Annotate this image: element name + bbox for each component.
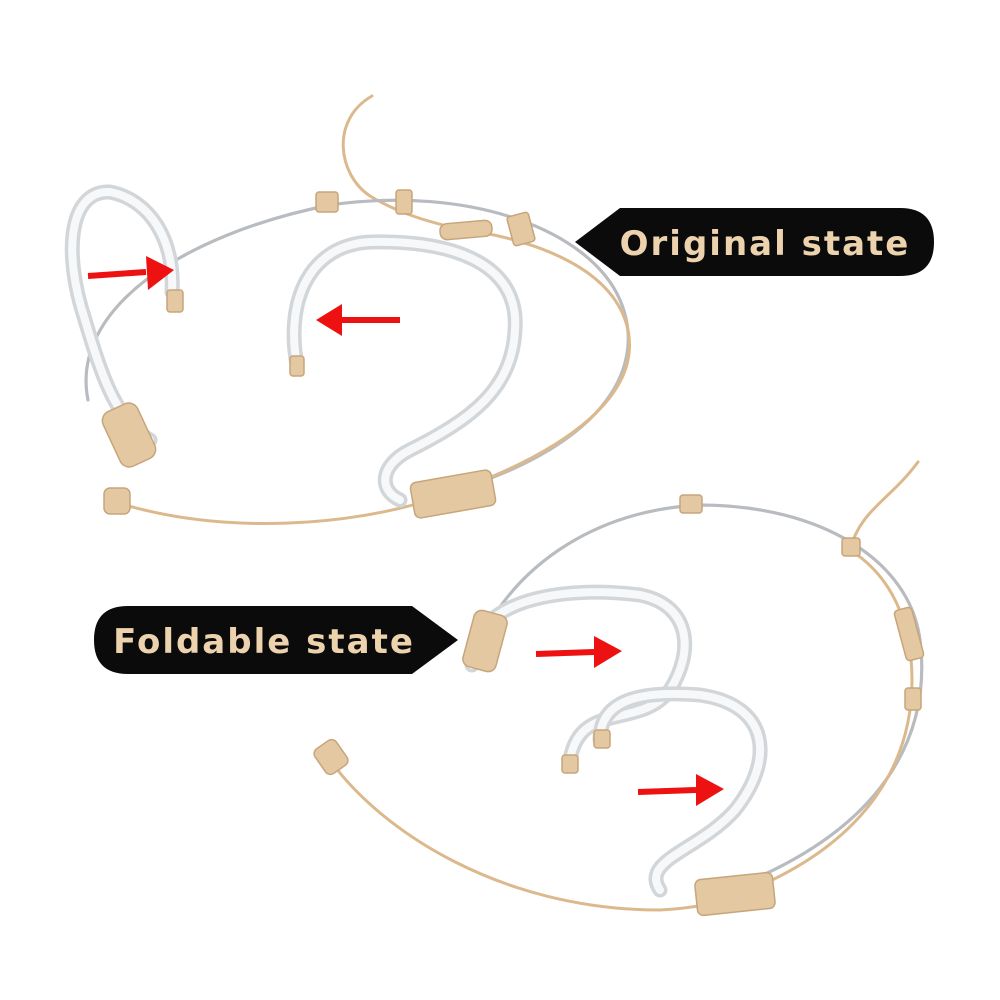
arrow-bottom-1 <box>535 636 622 668</box>
slider-bottom <box>694 871 776 917</box>
arrow-bottom-2 <box>637 774 724 806</box>
tip-cap-top-center <box>289 355 305 377</box>
label-foldable-text: Foldable state <box>113 622 415 662</box>
arrow-top-center <box>316 304 400 336</box>
mic-capsule-top <box>103 487 131 515</box>
label-foldable-state: Foldable state <box>94 606 458 674</box>
mic-capsule-bottom <box>313 738 349 776</box>
pivot-bottom <box>462 609 508 673</box>
headset-foldable <box>313 460 925 917</box>
slider-top <box>409 469 497 519</box>
clip-bottom-2 <box>841 537 861 557</box>
headset-original <box>64 94 631 525</box>
headband-top-beige <box>428 226 631 502</box>
clip-bottom-3 <box>893 606 925 662</box>
label-foldable-bg <box>94 606 458 674</box>
ear-loop-back-bottom <box>592 686 768 898</box>
cable-bottom <box>848 460 920 552</box>
ear-loop-left-top <box>64 184 180 448</box>
tip-cap-bottom-2 <box>561 754 579 774</box>
arrow-top-left <box>87 256 174 290</box>
headband-bottom-beige <box>748 548 914 892</box>
cable-top <box>341 94 457 230</box>
label-original-text: Original state <box>620 224 911 264</box>
connector-top <box>439 219 493 241</box>
boom-arm-bottom <box>328 758 752 912</box>
pivot-top <box>101 402 157 468</box>
tip-cap-top-left <box>166 289 184 313</box>
label-original-bg <box>575 208 934 276</box>
clip-bottom-1 <box>679 494 703 514</box>
boom-arm-top <box>123 498 432 525</box>
clip-top-2 <box>395 189 413 215</box>
ear-loop-center-top <box>286 234 523 508</box>
label-original-state: Original state <box>575 208 934 276</box>
clip-top-3 <box>506 211 536 247</box>
clip-bottom-4 <box>904 687 922 711</box>
clip-top-1 <box>315 191 339 213</box>
tip-cap-bottom-1 <box>593 729 611 749</box>
